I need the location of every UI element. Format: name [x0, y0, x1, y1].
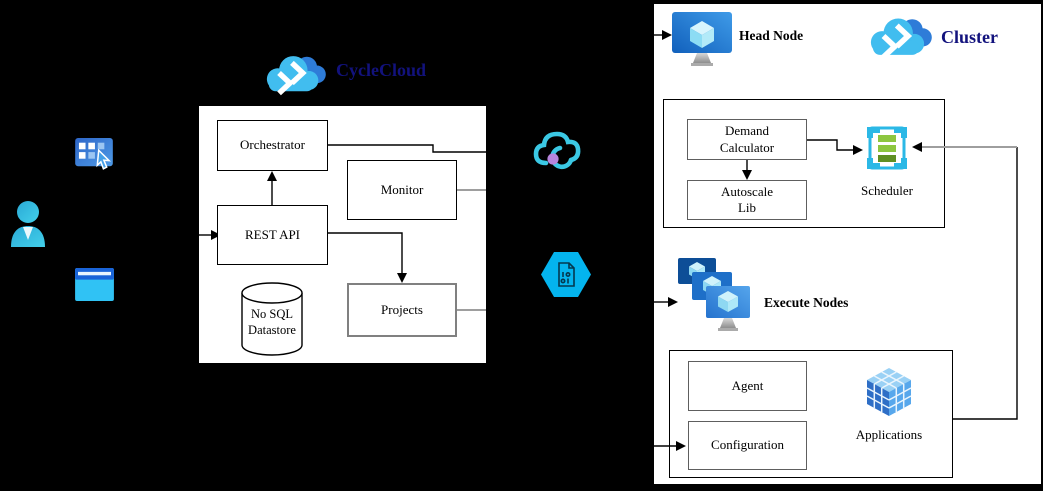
nosql-datastore-cylinder	[240, 281, 304, 357]
template-hexagon-icon	[541, 252, 591, 297]
execute-nodes-icon	[676, 254, 756, 338]
projects-node: Projects	[347, 283, 457, 337]
cluster-logo-icon	[866, 14, 936, 60]
arm-cloud-icon	[532, 126, 584, 174]
autoscale-lib-node: Autoscale Lib	[687, 180, 807, 220]
scheduler-group-box	[663, 99, 945, 228]
gui-app-icon	[75, 138, 113, 170]
agent-node: Agent	[688, 361, 807, 411]
head-node-label: Head Node	[739, 28, 804, 43]
user-icon	[7, 199, 49, 248]
cli-icon	[75, 268, 114, 301]
node-software-group-box	[669, 350, 953, 478]
rest-api-node: REST API	[217, 205, 328, 265]
demand-calculator-node: Demand Calculator	[687, 119, 807, 160]
head-node-vm-icon	[670, 10, 734, 68]
orchestrator-node: Orchestrator	[217, 120, 328, 171]
scheduler-icon	[864, 122, 910, 174]
cyclecloud-logo-icon	[262, 52, 330, 96]
monitor-node: Monitor	[347, 160, 457, 220]
applications-label: Applications	[855, 427, 923, 442]
applications-cube-icon	[864, 366, 914, 418]
cluster-logo-label: Cluster	[941, 27, 998, 47]
scheduler-label: Scheduler	[861, 183, 913, 198]
cyclecloud-logo-label: CycleCloud	[336, 60, 426, 80]
configuration-node: Configuration	[688, 421, 807, 470]
execute-nodes-label: Execute Nodes	[764, 295, 849, 310]
nosql-datastore-label: No SQL Datastore	[248, 307, 296, 338]
